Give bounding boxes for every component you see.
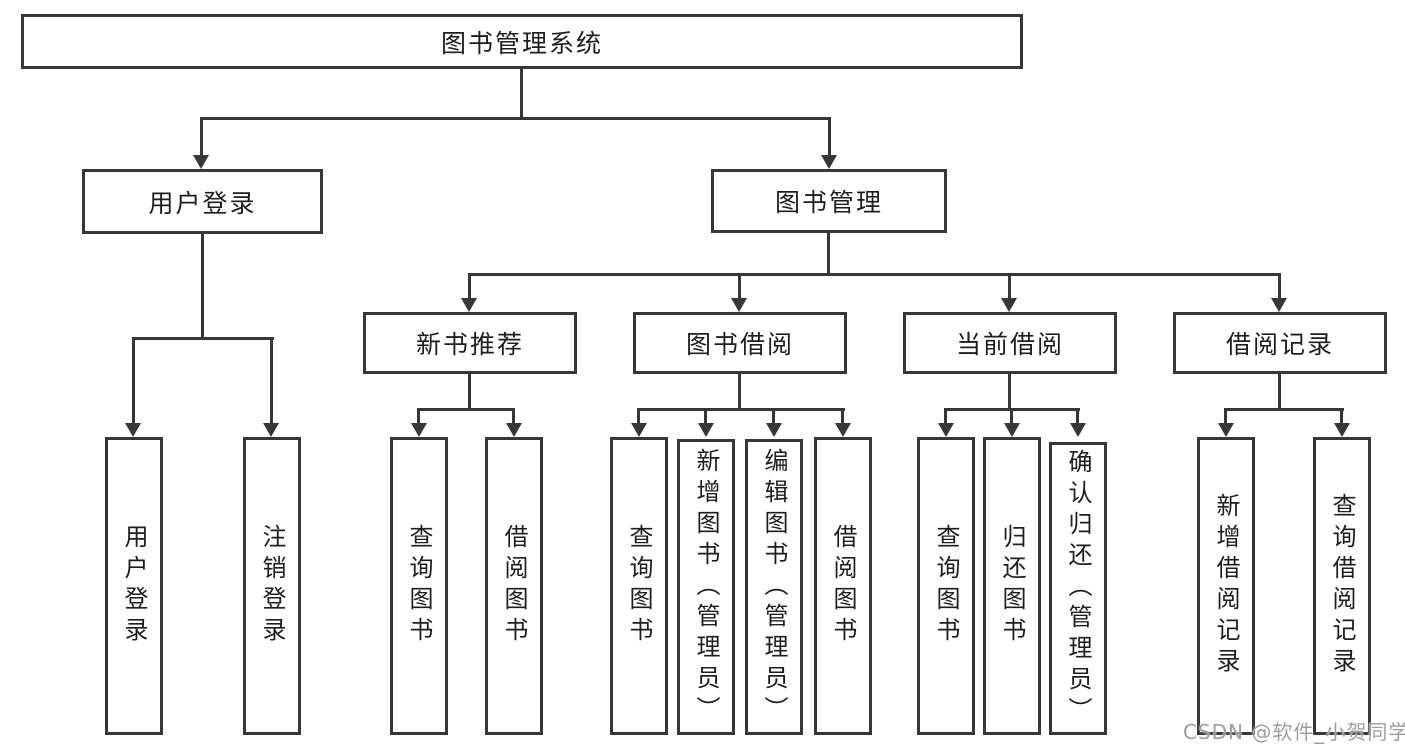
connector-to-leaf-add-borrow-record-shaft <box>1224 408 1227 425</box>
connector-book-management-stem <box>827 233 830 276</box>
connector-user-login-stem <box>201 234 204 338</box>
node-book-management: 图书管理 <box>711 169 947 233</box>
node-user-login: 用户登录 <box>82 169 323 234</box>
connector-to-leaf-borrow-books-borrowing-arrowhead <box>835 423 851 437</box>
connector-to-new-book-recommendation-shaft <box>468 273 471 299</box>
connector-to-current-borrowing-arrowhead <box>1001 298 1017 312</box>
connector-to-leaf-query-books-borrowing-arrowhead <box>631 423 647 437</box>
node-book-borrowing: 图书借阅 <box>633 312 847 374</box>
node-leaf-confirm-return-admin: 确认归还（管理员） <box>1049 442 1107 735</box>
connector-to-leaf-add-books-admin-shaft <box>704 408 707 425</box>
node-leaf-borrow-books-recommend: 借阅图书 <box>485 437 543 735</box>
connector-to-new-book-recommendation-arrowhead <box>461 298 477 312</box>
connector-book-borrowing-bar <box>637 408 845 411</box>
connector-to-leaf-query-books-current-arrowhead <box>938 423 954 437</box>
connector-to-leaf-confirm-return-admin-arrowhead <box>1070 423 1086 437</box>
connector-root-to-user-login-arrowhead <box>193 155 209 169</box>
connector-root-stem <box>520 69 523 118</box>
connector-to-leaf-logout-shaft <box>270 337 273 425</box>
connector-to-leaf-user-login-shaft <box>132 337 135 425</box>
node-leaf-query-books-borrowing: 查询图书 <box>610 437 668 735</box>
connector-to-leaf-edit-books-admin-arrowhead <box>766 423 782 437</box>
node-leaf-edit-books-admin: 编辑图书（管理员） <box>745 439 803 735</box>
connector-to-leaf-add-books-admin-arrowhead <box>698 423 714 437</box>
connector-to-current-borrowing-shaft <box>1008 273 1011 299</box>
connector-to-leaf-query-books-borrowing-shaft <box>637 408 640 425</box>
node-leaf-logout: 注销登录 <box>243 437 301 735</box>
connector-borrowing-records-bar <box>1224 408 1344 411</box>
connector-to-borrowing-records-arrowhead <box>1271 298 1287 312</box>
connector-root-to-book-management-shaft <box>828 117 831 157</box>
connector-to-leaf-edit-books-admin-shaft <box>772 408 775 425</box>
node-leaf-return-books: 归还图书 <box>983 437 1041 735</box>
connector-new-book-recommendation-stem <box>468 374 471 411</box>
connector-new-book-recommendation-bar <box>417 408 515 411</box>
connector-to-leaf-query-books-recommend-shaft <box>417 408 420 425</box>
connector-root-bar <box>200 117 831 120</box>
connector-root-to-user-login-shaft <box>200 117 203 157</box>
connector-to-borrowing-records-shaft <box>1278 273 1281 299</box>
node-leaf-add-books-admin: 新增图书（管理员） <box>677 439 735 735</box>
connector-to-leaf-borrow-books-recommend-arrowhead <box>506 423 522 437</box>
connector-to-leaf-borrow-books-borrowing-shaft <box>841 408 844 425</box>
connector-to-book-borrowing-arrowhead <box>731 298 747 312</box>
node-borrowing-records: 借阅记录 <box>1173 312 1387 374</box>
connector-to-leaf-add-borrow-record-arrowhead <box>1218 423 1234 437</box>
connector-to-leaf-logout-arrowhead <box>263 423 279 437</box>
connector-to-leaf-user-login-arrowhead <box>125 423 141 437</box>
connector-current-borrowing-stem <box>1008 374 1011 411</box>
connector-to-leaf-return-books-arrowhead <box>1004 423 1020 437</box>
node-leaf-query-borrow-record: 查询借阅记录 <box>1313 437 1371 735</box>
connector-to-leaf-borrow-books-recommend-shaft <box>512 408 515 425</box>
node-current-borrowing: 当前借阅 <box>903 312 1117 374</box>
node-library-management-system: 图书管理系统 <box>21 14 1023 69</box>
node-leaf-query-books-current: 查询图书 <box>917 437 975 735</box>
connector-root-to-book-management-arrowhead <box>821 155 837 169</box>
node-leaf-borrow-books-borrowing: 借阅图书 <box>814 437 872 735</box>
connector-to-leaf-query-books-current-shaft <box>944 408 947 425</box>
connector-to-book-borrowing-shaft <box>738 273 741 299</box>
csdn-watermark: CSDN @软件_小贺同学 <box>1183 720 1405 744</box>
connector-borrowing-records-stem <box>1278 374 1281 411</box>
connector-to-leaf-query-borrow-record-arrowhead <box>1334 423 1350 437</box>
node-leaf-user-login: 用户登录 <box>105 437 163 735</box>
connector-to-leaf-confirm-return-admin-shaft <box>1076 408 1079 425</box>
connector-user-login-bar <box>132 337 274 340</box>
node-leaf-add-borrow-record: 新增借阅记录 <box>1197 437 1255 735</box>
connector-book-borrowing-stem <box>738 374 741 411</box>
connector-book-management-bar <box>468 273 1281 276</box>
connector-to-leaf-query-borrow-record-shaft <box>1340 408 1343 425</box>
node-leaf-query-books-recommend: 查询图书 <box>390 437 448 735</box>
connector-to-leaf-query-books-recommend-arrowhead <box>411 423 427 437</box>
connector-to-leaf-return-books-shaft <box>1010 408 1013 425</box>
node-new-book-recommendation: 新书推荐 <box>363 312 577 374</box>
